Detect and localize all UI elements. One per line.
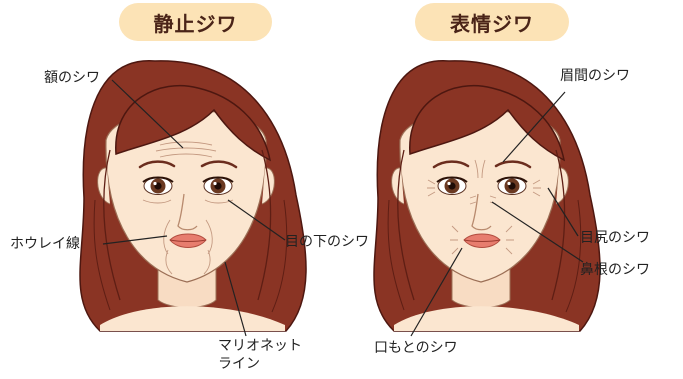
leader-lines-left bbox=[102, 79, 286, 337]
label-nasolabial-folds: ホウレイ線 bbox=[10, 236, 80, 252]
label-mouth-corner-wrinkles: 口もとのシワ bbox=[374, 340, 458, 356]
face-static bbox=[78, 59, 308, 333]
header-expression-wrinkles: 表情ジワ bbox=[415, 3, 569, 41]
label-under-eye-wrinkles: 目の下のシワ bbox=[285, 234, 369, 250]
header-static-wrinkles: 静止ジワ bbox=[119, 3, 272, 41]
label-forehead-wrinkles: 額のシワ bbox=[44, 70, 100, 86]
label-bunny-lines: 鼻根のシワ bbox=[580, 262, 650, 278]
label-crows-feet: 目尻のシワ bbox=[580, 230, 650, 246]
leader-lines-right bbox=[410, 91, 584, 337]
static-wrinkle-marks bbox=[142, 141, 234, 275]
expression-wrinkle-marks bbox=[427, 159, 541, 255]
label-glabella-wrinkles: 眉間のシワ bbox=[560, 68, 630, 84]
label-marionette-line-1: マリオネット bbox=[218, 338, 302, 354]
label-marionette-line-2: ライン bbox=[218, 356, 260, 372]
face-expression bbox=[372, 59, 602, 333]
